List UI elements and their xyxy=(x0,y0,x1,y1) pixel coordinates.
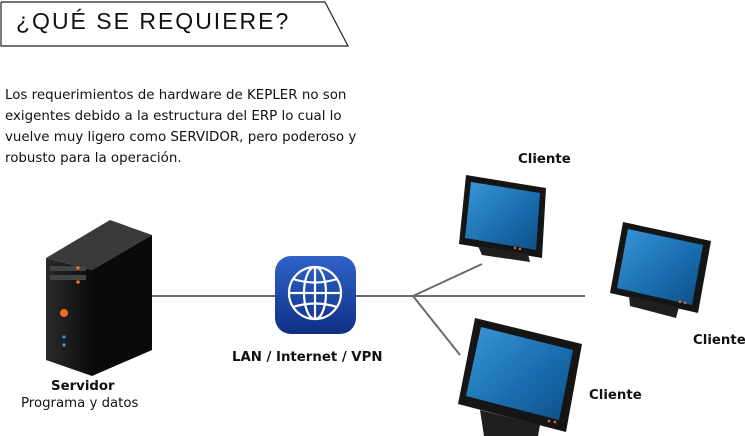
connection-lines xyxy=(152,263,585,356)
client-label-3: Cliente xyxy=(589,388,642,403)
globe-icon xyxy=(275,256,356,334)
server-subtitle: Programa y datos xyxy=(21,396,139,411)
server-tower-icon xyxy=(46,220,152,376)
section-header: ¿QUÉ SE REQUIERE? xyxy=(0,0,350,48)
client-monitor-1-icon xyxy=(459,175,546,262)
page-title: ¿QUÉ SE REQUIERE? xyxy=(16,8,291,34)
client-label-1: Cliente xyxy=(518,152,571,167)
network-label: LAN / Internet / VPN xyxy=(232,350,383,365)
client-monitor-3-icon xyxy=(458,318,582,436)
client-3-link-line xyxy=(412,295,461,356)
client-monitor-2-icon xyxy=(610,222,711,318)
header-frame xyxy=(0,1,349,47)
client-1-link-line xyxy=(412,263,483,297)
client-label-2: Cliente xyxy=(693,333,745,348)
intro-paragraph: Los requerimientos de hardware de KEPLER… xyxy=(5,88,357,166)
server-title: Servidor xyxy=(51,379,115,394)
